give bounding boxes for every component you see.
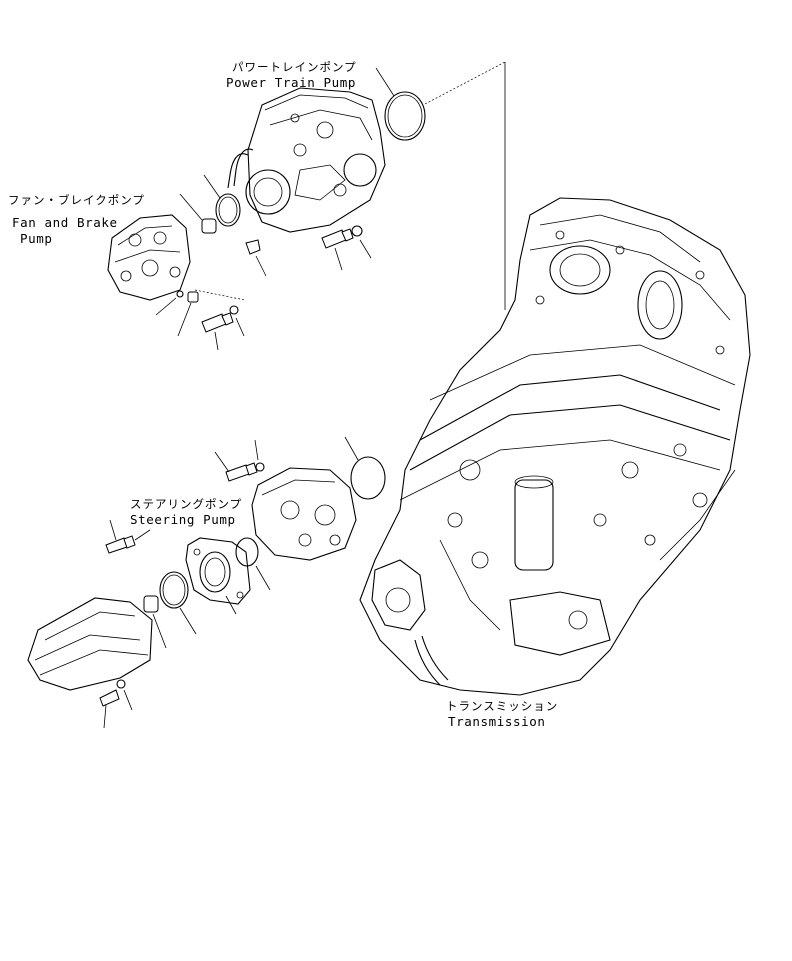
fan-brake-pump-label-en-line2: Pump xyxy=(20,231,53,246)
transmission-label-en: Transmission xyxy=(448,714,546,729)
fan-brake-pump-label-en-line1: Fan and Brake xyxy=(12,215,118,230)
fan-brake-pump-drawing xyxy=(107,214,246,351)
transmission-label-ja: トランスミッション xyxy=(446,699,559,713)
power-train-pump-label-en: Power Train Pump xyxy=(226,75,357,90)
power-train-parts xyxy=(179,61,506,310)
drive-housing-drawing xyxy=(27,597,153,729)
power-train-pump-label-ja: パワートレインポンプ xyxy=(232,60,357,74)
steering-pump-label-ja: ステアリングポンプ xyxy=(130,497,243,511)
steering-pump-label-en: Steering Pump xyxy=(130,512,236,527)
fan-brake-pump-label-ja: ファン・ブレイクポンプ xyxy=(8,193,145,207)
transmission-drawing xyxy=(359,197,751,696)
steering-pump-drawing xyxy=(105,436,386,649)
power-train-pump-drawing xyxy=(227,87,386,233)
